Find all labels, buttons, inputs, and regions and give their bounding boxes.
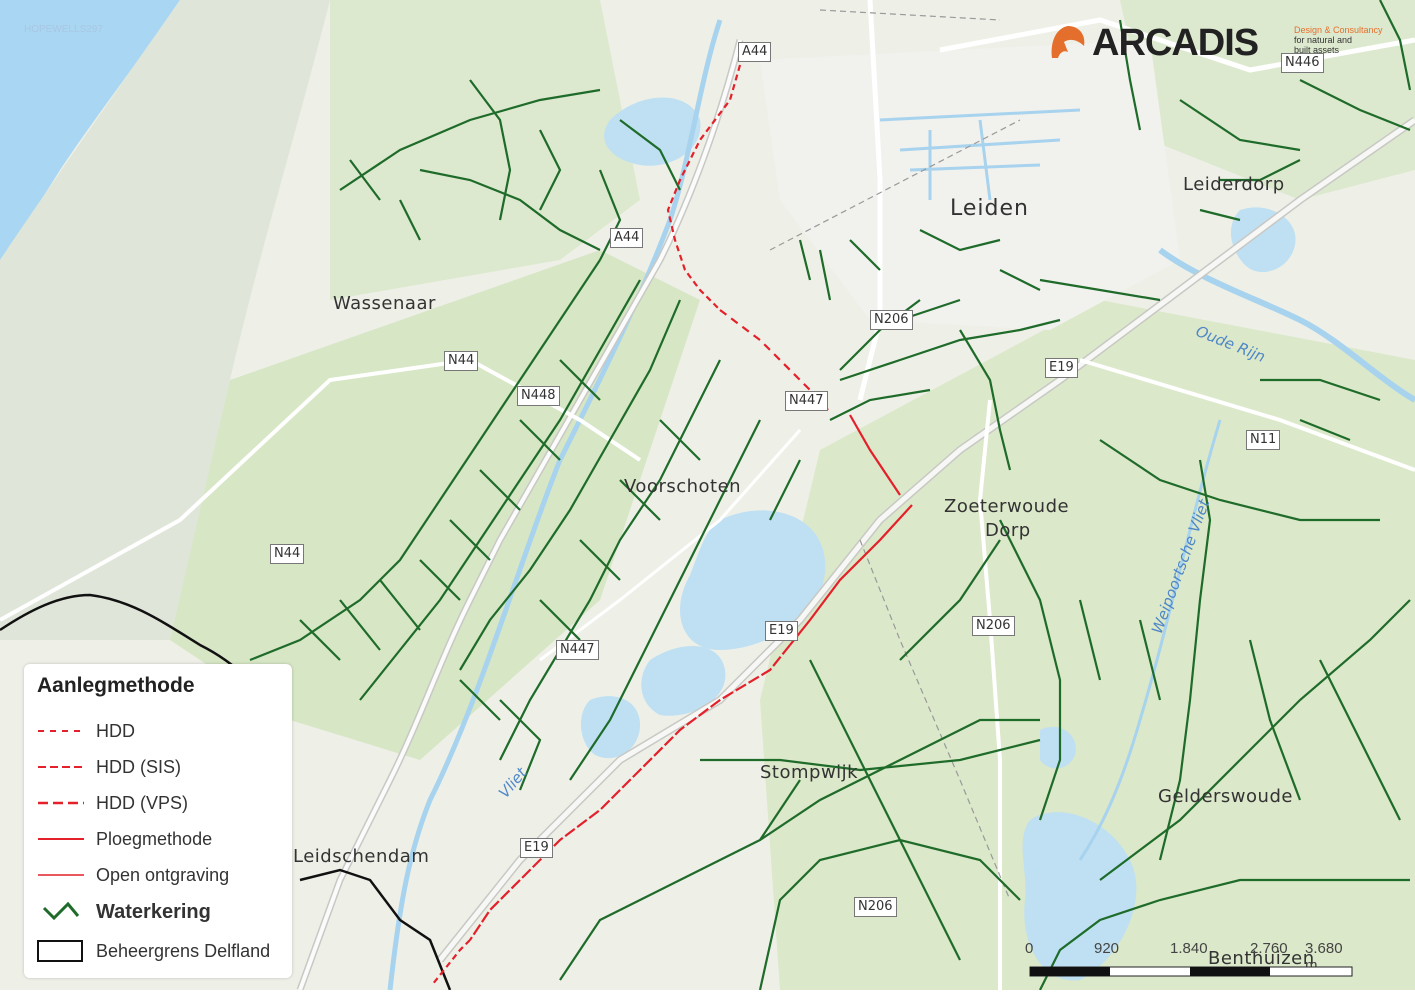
polder-area-west <box>170 250 700 760</box>
legend-item-ploegmethode: Ploegmethode <box>36 824 212 854</box>
canals-leiden <box>879 108 1081 201</box>
polder-area-east <box>760 300 1415 990</box>
lake-vlietland-1 <box>680 510 826 650</box>
legend-symbol-open-ontgraving <box>38 874 84 876</box>
road-shield-a44-top: A44 <box>738 42 772 62</box>
legend-label-open-ontgraving: Open ontgraving <box>96 864 230 885</box>
legend-symbol-ploegmethode <box>38 838 84 840</box>
road-n44 <box>0 357 642 622</box>
arcadis-logo-icon <box>1051 26 1085 58</box>
river-weipoortsche-vliet <box>1078 419 1222 861</box>
scale-bar: 0 920 1.840 2.760 3.680 m <box>1025 940 1358 980</box>
place-leiderdorp: Leiderdorp <box>1183 174 1285 195</box>
legend-label-hdd-sis: HDD (SIS) <box>96 756 181 777</box>
lake-south <box>1022 812 1137 981</box>
legend-symbol-hdd <box>38 730 84 732</box>
road-n447 <box>539 429 802 662</box>
arcadis-tagline: Design & Consultancy for natural and bui… <box>1294 25 1383 55</box>
legend-label-hdd-vps: HDD (VPS) <box>96 792 189 813</box>
green-area-north <box>330 0 640 300</box>
road-shield-n44-a: N44 <box>444 351 479 371</box>
road-shield-n447-a: N447 <box>785 391 828 411</box>
tagline-line-1: Design & Consultancy <box>1294 25 1383 35</box>
road-n446 <box>939 17 1415 73</box>
rail-lines <box>769 9 1021 901</box>
lake-vlietland-2 <box>641 646 726 716</box>
road-shield-e19-b: E19 <box>765 621 798 641</box>
tagline-line-3: built assets <box>1294 45 1340 55</box>
road-shield-n447-b: N447 <box>556 640 599 660</box>
road-shield-n206-a: N206 <box>870 310 913 330</box>
legend-symbol-beheergrens <box>37 940 83 962</box>
place-voorschoten: Voorschoten <box>624 476 742 497</box>
waterkering-network <box>249 0 1412 991</box>
legend-item-hdd: HDD <box>36 716 135 746</box>
legend-symbol-hdd-sis <box>38 766 84 768</box>
legend-title: Aanlegmethode <box>37 674 195 697</box>
pond-south <box>1040 726 1076 769</box>
road-shield-e19-c: E19 <box>520 838 553 858</box>
place-wassenaar: Wassenaar <box>333 293 436 314</box>
scale-tick-0: 0 <box>1025 940 1034 957</box>
legend-symbol-waterkering <box>42 901 80 921</box>
legend-item-open-ontgraving: Open ontgraving <box>36 860 229 890</box>
road-a44 <box>298 39 742 991</box>
road-e19 <box>438 117 1415 962</box>
scale-tick-3: 2.760 <box>1250 940 1288 957</box>
road-n206-north <box>857 0 883 401</box>
legend-item-waterkering: Waterkering <box>36 897 211 927</box>
lake-leiderdorp <box>1230 207 1296 273</box>
legend-label-hdd: HDD <box>96 720 135 741</box>
scale-bar-graphic <box>1029 966 1353 977</box>
map-credit: HOPEWELLS297 <box>24 24 103 35</box>
legend-item-hdd-vps: HDD (VPS) <box>36 788 188 818</box>
tagline-line-2: for natural and <box>1294 35 1353 45</box>
place-gelderswoude: Gelderswoude <box>1158 786 1293 807</box>
map-legend: Aanlegmethode HDD HDD (SIS) HDD (VPS) Pl… <box>24 664 292 978</box>
place-zoeterwoude-dorp: Dorp <box>985 520 1031 541</box>
scale-tick-1: 920 <box>1094 940 1120 957</box>
arcadis-logo-text: ARCADIS <box>1092 22 1259 64</box>
road-shield-e19-a: E19 <box>1045 358 1078 378</box>
road-shield-n206-b: N206 <box>972 616 1015 636</box>
legend-symbol-hdd-vps <box>38 801 84 805</box>
legend-label-ploegmethode: Ploegmethode <box>96 828 213 849</box>
place-leiden: Leiden <box>950 196 1029 221</box>
road-shield-n11: N11 <box>1246 430 1281 450</box>
legend-label-waterkering: Waterkering <box>96 900 211 923</box>
arcadis-logo: ARCADIS Design & Consultancy for natural… <box>1046 20 1396 70</box>
road-shield-n44-b: N44 <box>270 544 305 564</box>
road-shield-n206-c: N206 <box>854 897 897 917</box>
legend-label-beheergrens: Beheergrens Delfland <box>96 940 271 961</box>
legend-item-hdd-sis: HDD (SIS) <box>36 752 181 782</box>
sea-area <box>0 0 180 260</box>
road-n11 <box>1079 358 1415 472</box>
road-shield-n446: N446 <box>1281 53 1324 73</box>
place-leidschendam: Leidschendam <box>293 846 430 867</box>
lake-north <box>604 97 701 166</box>
urban-leiden <box>760 40 1180 330</box>
place-zoeterwoude: Zoeterwoude <box>944 496 1070 517</box>
scale-tick-2: 1.840 <box>1170 940 1208 957</box>
legend-item-beheergrens: Beheergrens Delfland <box>36 936 270 966</box>
road-shield-a44-mid: A44 <box>610 228 644 248</box>
place-benthuizen: Benthuizen <box>1208 948 1315 969</box>
dunes-area <box>0 0 330 640</box>
road-shield-n448: N448 <box>517 386 560 406</box>
place-stompwijk: Stompwijk <box>760 762 859 783</box>
